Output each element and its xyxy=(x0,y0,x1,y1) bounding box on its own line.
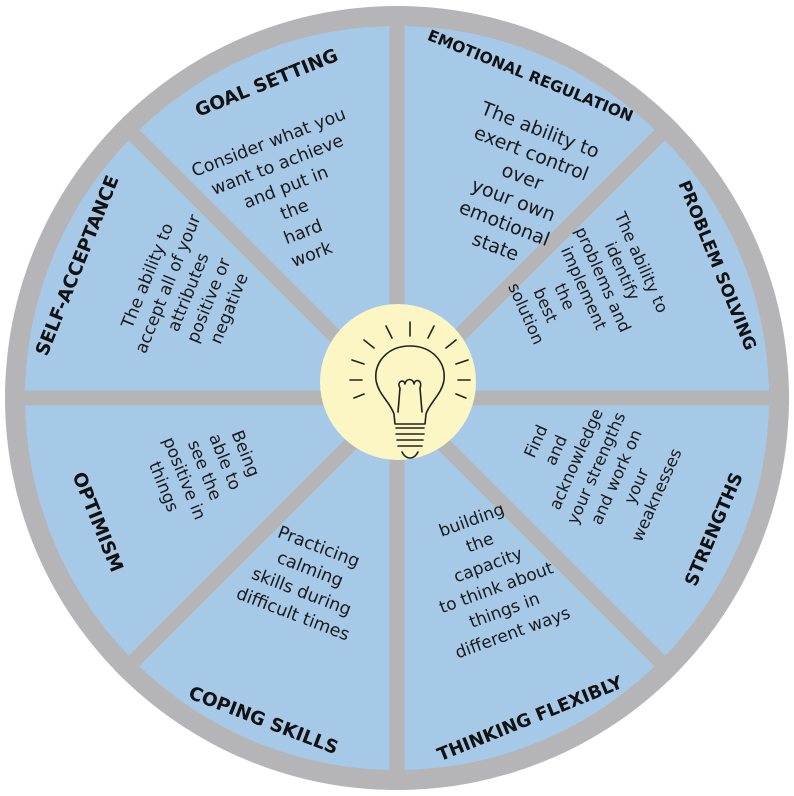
center-hub xyxy=(320,304,476,460)
center-circle xyxy=(320,304,476,460)
segment-emotional-regulation xyxy=(397,26,660,398)
lightbulb-icon xyxy=(349,321,471,459)
segment-problem-solving xyxy=(397,135,769,398)
divider-line xyxy=(114,392,403,681)
segment-optimism xyxy=(25,398,397,661)
segments xyxy=(25,26,769,770)
segment-thinking-flexibly xyxy=(397,398,660,770)
segment-self-acceptance xyxy=(25,135,397,398)
segment-coping-skills xyxy=(134,398,397,770)
segment-goal-setting xyxy=(134,26,397,398)
segment-strengths xyxy=(397,398,769,661)
